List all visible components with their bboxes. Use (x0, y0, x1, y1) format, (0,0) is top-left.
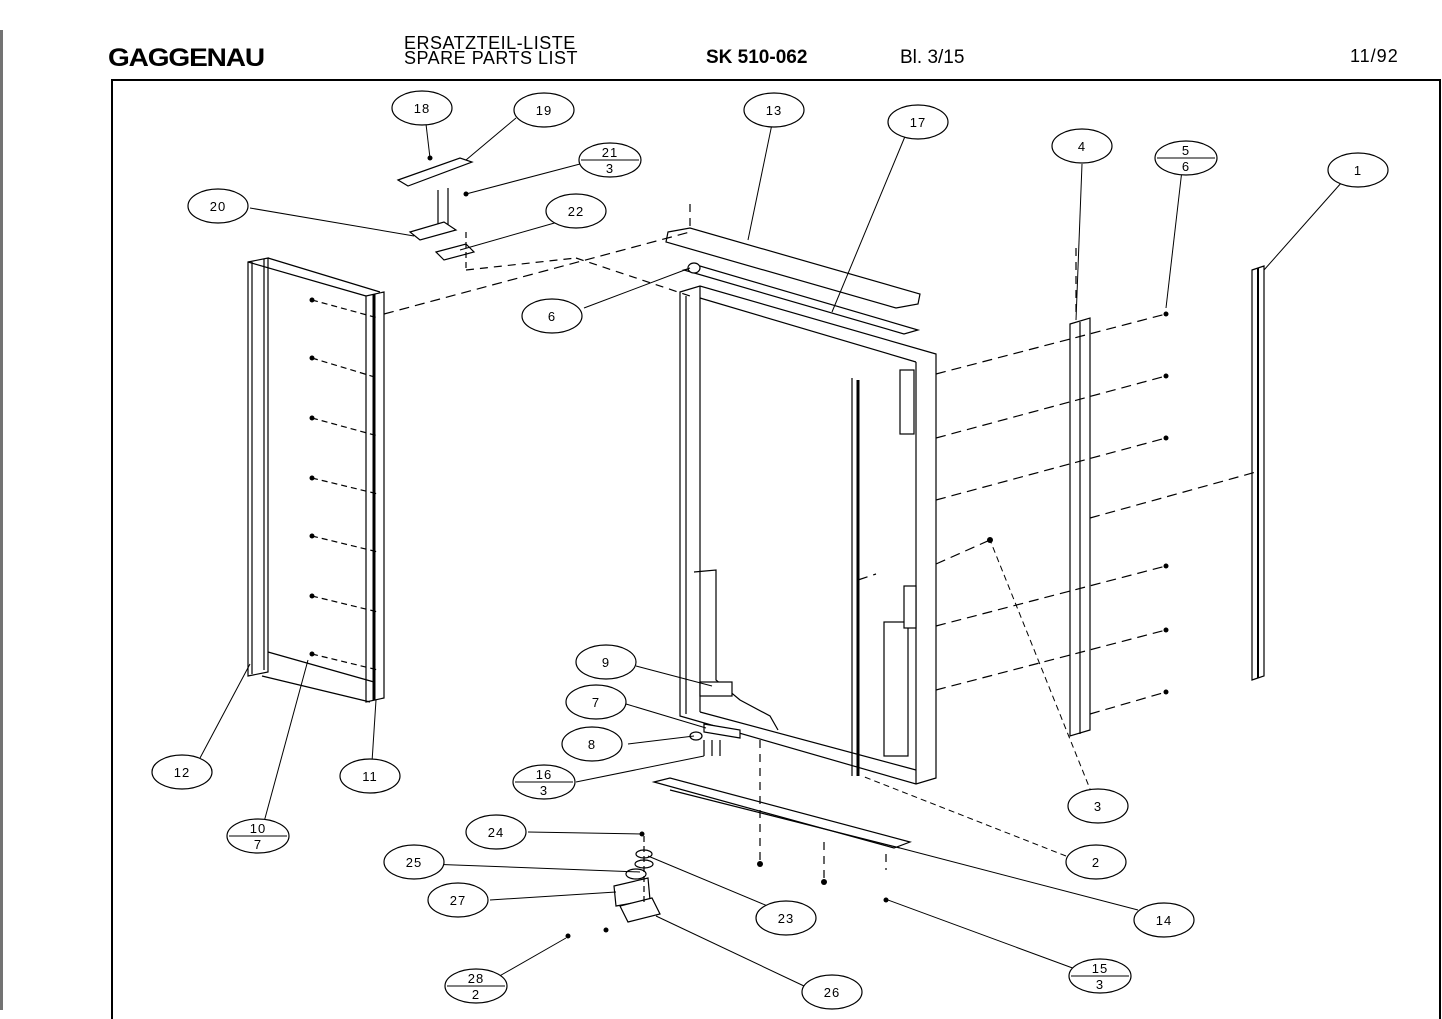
callout-bubble-7 (565, 684, 627, 720)
callout-bubble-20 (187, 188, 249, 224)
top-hinge-assembly (396, 157, 476, 270)
callout-bubble-2 (1065, 844, 1127, 880)
leader-lines (199, 117, 1343, 987)
callout-label-11: 11 (362, 769, 378, 784)
document-date: 11/92 (1350, 46, 1399, 66)
page-header: GAGGENAU ERSATZTEIL-LISTE SPARE PARTS LI… (0, 0, 1442, 80)
callout-bubble-1 (1327, 152, 1389, 188)
fraction-callout-top-16: 16 (536, 767, 552, 782)
callout-label-3: 3 (1094, 799, 1102, 814)
callout-label-13: 13 (766, 103, 782, 118)
callout-label-2: 2 (1092, 855, 1100, 870)
callout-bubble-24 (465, 814, 527, 850)
callout-bubble-13 (743, 92, 805, 128)
callout-bubble-9 (575, 644, 637, 680)
fraction-callout-top-5: 5 (1182, 143, 1190, 158)
callout-bubble-25 (383, 844, 445, 880)
callout-label-6: 6 (548, 309, 556, 324)
sheet-number: Bl. 3/15 (900, 47, 965, 68)
callout-label-27: 27 (450, 893, 466, 908)
hinge-bushing (687, 262, 701, 274)
callout-bubble-12 (151, 754, 213, 790)
callout-bubble-17 (887, 104, 949, 140)
callout-bubble-3 (1067, 788, 1129, 824)
callout-label-18: 18 (414, 101, 430, 116)
callout-label-9: 9 (602, 655, 610, 670)
callout-bubble-6 (521, 298, 583, 334)
callout-bubble-26 (801, 974, 863, 1010)
callout-label-19: 19 (536, 103, 552, 118)
callout-bubble-19 (513, 92, 575, 128)
callout-bubble-22 (545, 193, 607, 229)
model-number: SK 510-062 (706, 47, 808, 68)
callout-label-22: 22 (568, 204, 584, 219)
callout-label-12: 12 (174, 765, 190, 780)
callout-label-20: 20 (210, 199, 226, 214)
callout-label-17: 17 (910, 115, 926, 130)
bottom-rail (651, 740, 912, 880)
fraction-callout-top-21: 21 (602, 145, 618, 160)
callout-label-23: 23 (778, 911, 794, 926)
document-title-english: SPARE PARTS LIST (404, 48, 579, 68)
left-side-panel (247, 257, 385, 703)
fraction-callout-bottom-5: 6 (1182, 159, 1190, 174)
callout-bubble-23 (755, 900, 817, 936)
callout-bubble-8 (561, 726, 623, 762)
callout-label-14: 14 (1156, 913, 1172, 928)
fraction-callout-top-10: 10 (250, 821, 266, 836)
callout-label-26: 26 (824, 985, 840, 1000)
left-panel-screws (311, 299, 379, 671)
drawing-frame (111, 79, 1441, 1019)
callout-bubble-27 (427, 882, 489, 918)
assembly-guide-lines (383, 231, 1257, 715)
callout-bubble-18 (391, 90, 453, 126)
callout-label-8: 8 (588, 737, 596, 752)
fraction-callout-bottom-15: 3 (1096, 977, 1104, 992)
top-trim-strips (465, 204, 921, 335)
door-seal-strip (1251, 265, 1265, 681)
callout-label-24: 24 (488, 825, 504, 840)
fraction-callout-bottom-21: 3 (606, 161, 614, 176)
bottom-hinge-assembly (613, 836, 661, 923)
callout-bubble-4 (1051, 128, 1113, 164)
callout-label-4: 4 (1078, 139, 1086, 154)
callout-label-1: 1 (1354, 163, 1362, 178)
scan-edge-mark (0, 30, 3, 1010)
document-title-german: ERSATZTEIL-LISTE (404, 33, 576, 53)
fraction-callout-bottom-10: 7 (254, 837, 262, 852)
brand-logo: GAGGENAU (108, 44, 265, 72)
callout-bubble-14 (1133, 902, 1195, 938)
callout-label-25: 25 (406, 855, 422, 870)
door-frame (679, 285, 937, 785)
fraction-callout-bottom-16: 3 (540, 783, 548, 798)
callout-bubble-11 (339, 758, 401, 794)
fraction-callout-top-15: 15 (1092, 961, 1108, 976)
door-handle-rail (1069, 248, 1091, 737)
callout-label-7: 7 (592, 695, 600, 710)
fraction-callout-bottom-28: 2 (472, 987, 480, 1002)
lower-hinge-bracket (689, 681, 741, 756)
fraction-callout-top-28: 28 (468, 971, 484, 986)
